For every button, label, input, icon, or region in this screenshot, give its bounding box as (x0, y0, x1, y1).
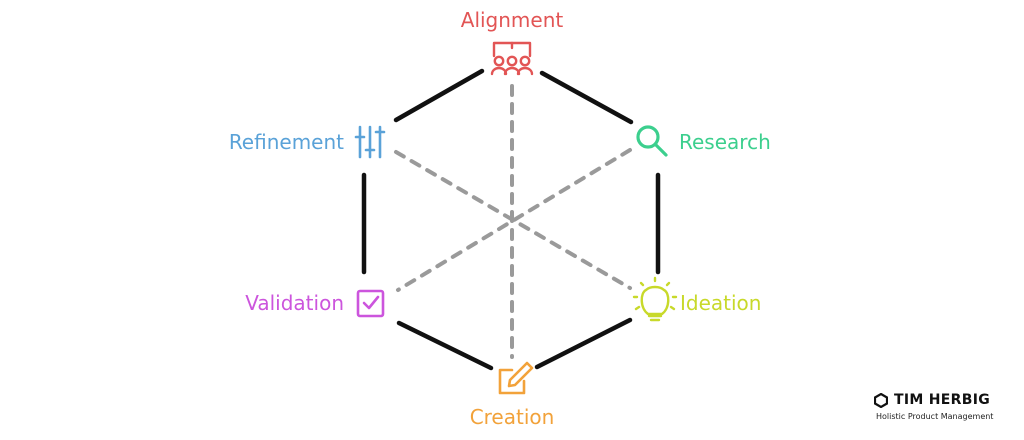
label-ideation: Ideation (680, 291, 762, 315)
edge-refinement-alignment (393, 68, 485, 123)
label-creation: Creation (469, 405, 555, 429)
label-research: Research (679, 130, 771, 154)
sliders-icon (354, 125, 386, 159)
label-validation: Validation (245, 291, 344, 315)
diagonal-connectors (394, 84, 632, 359)
hexagon-logo-icon (874, 392, 888, 408)
checkbox-icon (356, 289, 385, 318)
diagonal-refinement-ideation (394, 150, 632, 290)
team-icon (490, 41, 534, 76)
edge-ideation-creation (534, 317, 633, 370)
brand-tagline: Holistic Product Management (876, 412, 994, 421)
search-icon (636, 125, 668, 157)
brand-logo: TIM HERBIG Holistic Product Management (874, 392, 993, 421)
label-refinement: Refinement (228, 130, 344, 154)
label-alignment: Alignment (460, 8, 564, 32)
hexagon-edges (361, 68, 661, 371)
edge-alignment-research (539, 70, 634, 125)
edit-icon (498, 361, 534, 395)
brand-name: TIM HERBIG (894, 392, 990, 408)
lightbulb-icon (632, 276, 678, 322)
edge-creation-validation (396, 320, 494, 371)
